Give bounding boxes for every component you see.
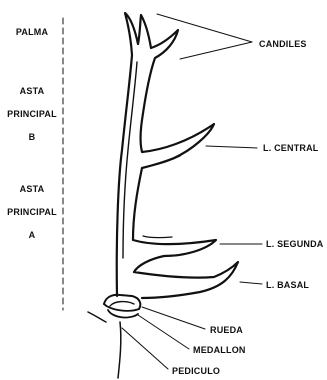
leader-l-central: [206, 146, 257, 148]
leader-rueda: [142, 307, 205, 329]
antler-outline: [117, 13, 238, 298]
leader-l-basal: [240, 282, 262, 284]
leader-candiles-2: [180, 42, 252, 59]
antler-inner-contour-1: [123, 62, 137, 258]
leader-candiles-1: [157, 14, 252, 42]
leader-pediculo: [122, 328, 168, 369]
leader-medallon: [138, 315, 189, 349]
burr-rueda-ring: [104, 304, 139, 311]
pedicle-line-1: [88, 312, 106, 322]
pedicle-line-2: [118, 322, 121, 378]
medallon-edge: [110, 302, 134, 306]
antler-inner-contour-2: [143, 236, 172, 238]
